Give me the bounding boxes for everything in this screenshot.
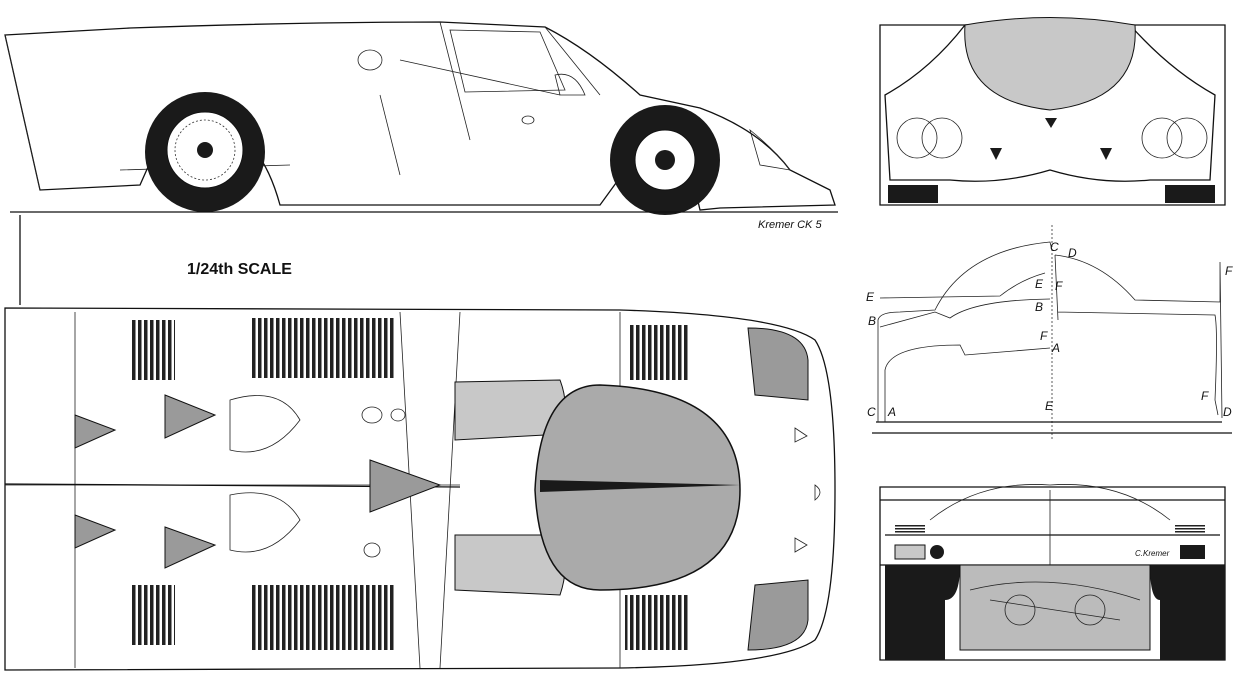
label-f-top: F (1055, 279, 1063, 293)
label-b-left: B (868, 314, 876, 328)
side-view (4, 21, 838, 215)
front-view (879, 17, 1226, 206)
label-e: E (1035, 277, 1044, 291)
label-c-left: C (867, 405, 876, 419)
label-centerline: E (1045, 399, 1054, 413)
plan-view (4, 307, 836, 671)
model-label: Kremer CK 5 (758, 219, 822, 231)
rear-view: C.Kremer (879, 484, 1226, 661)
label-a-left: A (887, 405, 896, 419)
label-c: C (1050, 240, 1059, 254)
label-f-right: F (1225, 264, 1233, 278)
label-a: A (1051, 341, 1060, 355)
label-f-lower: F (1201, 389, 1209, 403)
label-e-left: E (866, 290, 875, 304)
label-b: B (1035, 300, 1043, 314)
scale-label: 1/24th SCALE (187, 261, 292, 278)
label-f-mid: F (1040, 329, 1048, 343)
rear-badge: C.Kremer (1135, 549, 1170, 558)
section-view: C D E F E B B F A C A F D F E (866, 225, 1233, 440)
label-d: D (1068, 246, 1077, 260)
label-d-right: D (1223, 405, 1232, 419)
